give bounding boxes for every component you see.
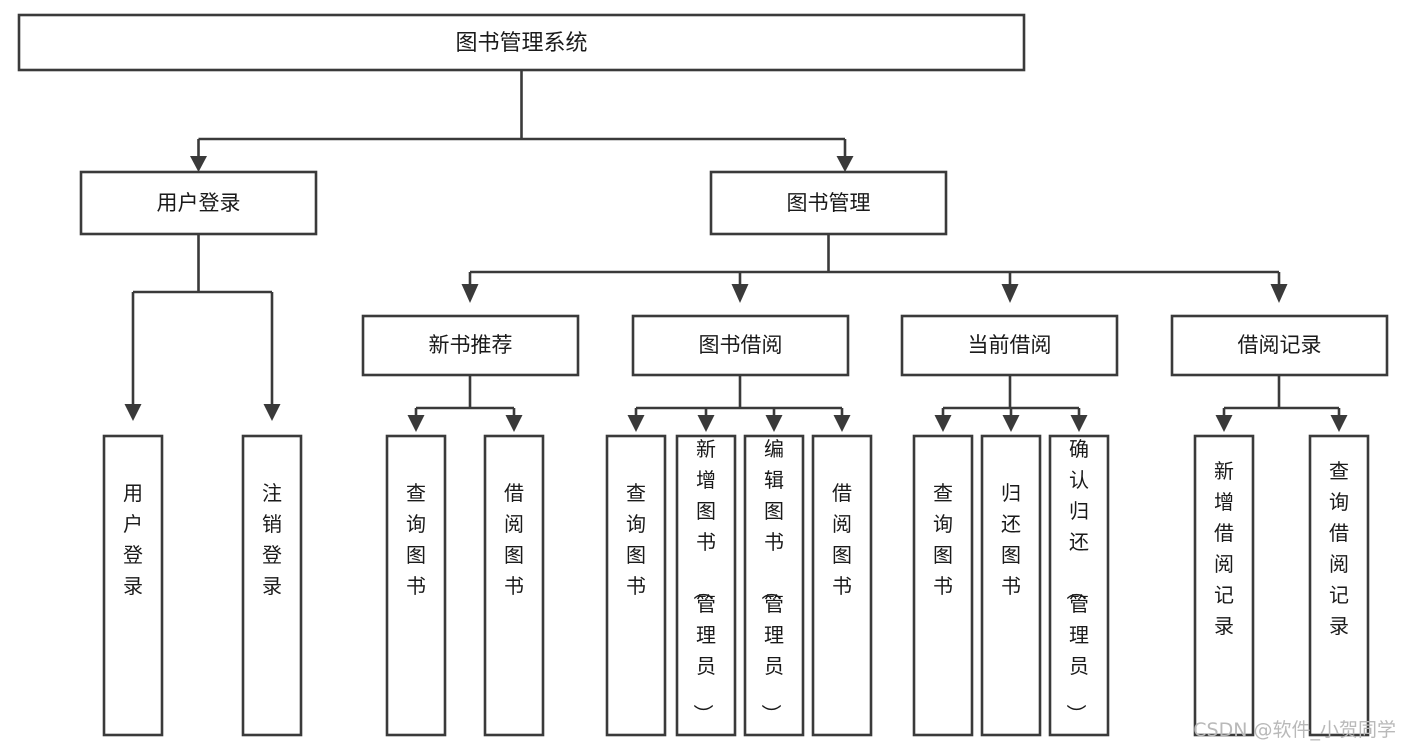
node-current-borrow-box[interactable] [900,314,1119,377]
node-current-borrow[interactable]: 当前借阅 [900,314,1119,377]
leaf-cur-confirm[interactable]: 确认归还（管理员） [1048,434,1110,737]
node-borrow-record-box[interactable] [1170,314,1389,377]
leaf-cur-return-label: 归还图书 [1001,481,1021,598]
arrow-head-user-login [190,156,207,172]
node-user-login-box[interactable] [79,170,318,236]
leaf-rec-borrow[interactable]: 借阅图书 [483,434,545,737]
leaf-borrow-add-box[interactable] [675,434,737,737]
arrow-head-leaf-user-logout [263,404,281,421]
leaf-rec-add-label: 新增借阅记录 [1214,459,1234,638]
arrow-head-borrow-record [1270,284,1288,303]
arrow-head-book-manage [836,156,854,172]
node-new-book-rec-label: 新书推荐 [429,333,513,357]
arrow-head-current-borrow [1001,284,1019,303]
node-book-borrow-box[interactable] [631,314,850,377]
leaf-cur-return[interactable]: 归还图书 [980,434,1042,737]
node-book-borrow-label: 图书借阅 [699,333,783,357]
node-user-login-label: 用户登录 [157,191,241,215]
node-new-book-rec-box[interactable] [361,314,580,377]
leaf-cur-confirm-label: 确认归还（管理员） [1064,437,1089,724]
leaf-borrow-add-label: 新增图书（管理员） [691,437,716,724]
leaf-rec-borrow-box[interactable] [483,434,545,737]
leaf-user-logout[interactable]: 注销登录 [241,434,303,737]
connector-layer [124,70,1348,432]
leaf-cur-query-label: 查询图书 [933,481,953,598]
arrow-head-leaf-cur-query [934,415,952,432]
leaf-borrow-query-label: 查询图书 [626,481,646,598]
leaf-borrow-query[interactable]: 查询图书 [605,434,667,737]
arrow-head-leaf-borrow-add [697,415,715,432]
arrow-head-leaf-rec-query [407,415,425,432]
arrow-head-leaf-cur-return [1002,415,1020,432]
arrow-head-leaf-rec-add [1215,415,1233,432]
leaf-user-login-box[interactable] [102,434,164,737]
node-root[interactable]: 图书管理系统 [17,13,1026,72]
node-new-book-rec[interactable]: 新书推荐 [361,314,580,377]
leaf-borrow-edit-label: 编辑图书（管理员） [759,437,784,724]
arrow-head-leaf-rec-borrow [505,415,523,432]
node-borrow-record-label: 借阅记录 [1238,333,1322,357]
leaf-borrow-add[interactable]: 新增图书（管理员） [675,434,737,737]
leaf-rec-query2[interactable]: 查询借阅记录 [1308,434,1370,737]
leaf-rec-query-box[interactable] [385,434,447,737]
node-borrow-record[interactable]: 借阅记录 [1170,314,1389,377]
leaf-rec-add[interactable]: 新增借阅记录 [1193,434,1255,737]
node-user-login[interactable]: 用户登录 [79,170,318,236]
arrow-head-leaf-cur-confirm [1070,415,1088,432]
leaf-borrow-lend-label: 借阅图书 [832,481,852,598]
arrow-head-book-borrow [731,284,749,303]
arrow-head-leaf-borrow-lend [833,415,851,432]
leaf-cur-confirm-box[interactable] [1048,434,1110,737]
arrow-head-new-book-rec [461,284,479,303]
csdn-watermark: CSDN @软件_小贺同学 [1193,719,1396,741]
leaf-rec-query2-label: 查询借阅记录 [1329,459,1349,638]
leaf-borrow-edit[interactable]: 编辑图书（管理员） [743,434,805,737]
leaf-cur-query-box[interactable] [912,434,974,737]
node-root-box[interactable] [17,13,1026,72]
leaf-borrow-query-box[interactable] [605,434,667,737]
node-book-manage[interactable]: 图书管理 [709,170,948,236]
node-book-manage-box[interactable] [709,170,948,236]
leaf-user-logout-label: 注销登录 [262,481,282,598]
arrow-head-leaf-borrow-query [627,415,645,432]
leaf-cur-query[interactable]: 查询图书 [912,434,974,737]
leaf-user-login-label: 用户登录 [123,481,143,598]
leaf-rec-borrow-label: 借阅图书 [504,481,524,598]
node-root-label: 图书管理系统 [455,31,587,56]
leaf-borrow-lend[interactable]: 借阅图书 [811,434,873,737]
leaf-rec-add-box[interactable] [1193,434,1255,737]
leaf-rec-query2-box[interactable] [1308,434,1370,737]
leaf-rec-query-label: 查询图书 [406,481,426,598]
node-current-borrow-label: 当前借阅 [968,333,1052,357]
node-book-manage-label: 图书管理 [787,191,871,215]
leaf-borrow-lend-box[interactable] [811,434,873,737]
leaf-user-logout-box[interactable] [241,434,303,737]
arrow-head-leaf-borrow-edit [765,415,783,432]
arrow-head-leaf-rec-query2 [1330,415,1348,432]
arrow-head-leaf-user-login [124,404,142,421]
node-book-borrow[interactable]: 图书借阅 [631,314,850,377]
leaf-cur-return-box[interactable] [980,434,1042,737]
leaf-rec-query[interactable]: 查询图书 [385,434,447,737]
leaf-borrow-edit-box[interactable] [743,434,805,737]
leaf-user-login[interactable]: 用户登录 [102,434,164,737]
